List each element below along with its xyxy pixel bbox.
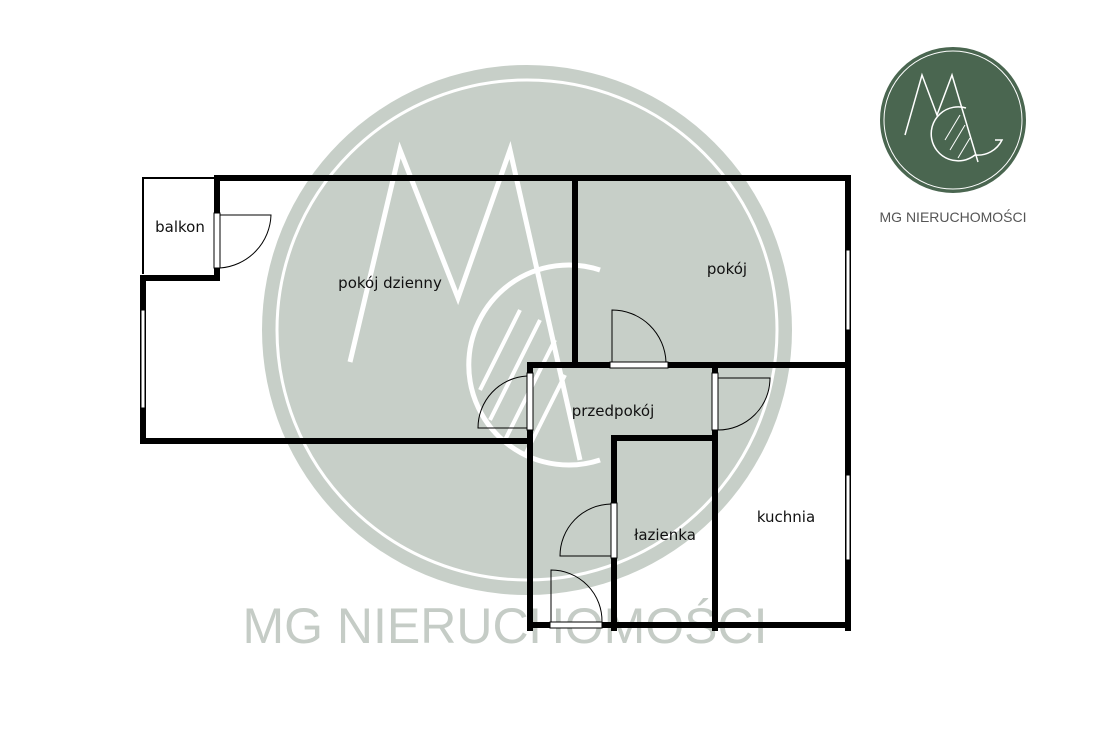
room-label-living: pokój dzienny [338,274,442,292]
windows [140,249,851,561]
room-label-balkon: balkon [155,218,205,236]
brand-name: MG NIERUCHOMOŚCI [880,208,1027,225]
brand-logo: MG NIERUCHOMOŚCI [880,47,1027,225]
room-label-kitchen: kuchnia [757,508,815,526]
room-label-room: pokój [707,260,747,278]
doors [213,212,771,629]
room-label-bath: łazienka [634,526,696,544]
room-label-hall: przedpokój [572,402,655,420]
watermark-logo: MG NIERUCHOMOŚCI [243,65,792,654]
